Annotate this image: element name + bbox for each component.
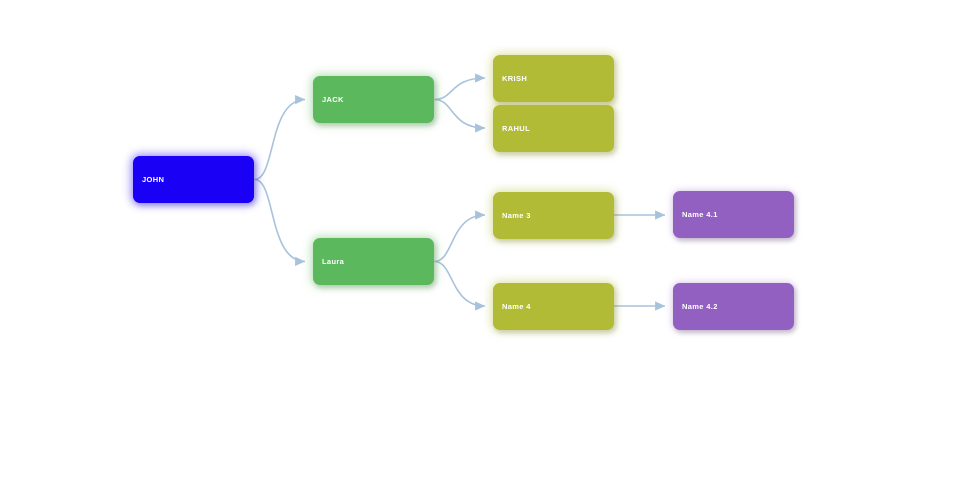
node-jack[interactable]: JACK bbox=[313, 76, 434, 123]
node-label-krish: KRISH bbox=[502, 73, 528, 83]
edge-jack-rahul bbox=[434, 98, 486, 133]
edge-john-jack bbox=[254, 95, 306, 181]
node-laura[interactable]: Laura bbox=[313, 238, 434, 285]
edge-laura-name4 bbox=[434, 260, 486, 311]
node-name3[interactable]: Name 3 bbox=[493, 192, 614, 239]
node-rahul[interactable]: RAHUL bbox=[493, 105, 614, 152]
node-name42[interactable]: Name 4.2 bbox=[673, 283, 794, 330]
edge-laura-name3 bbox=[434, 210, 486, 263]
node-label-name4: Name 4 bbox=[502, 301, 531, 311]
node-label-laura: Laura bbox=[322, 256, 345, 266]
node-krish[interactable]: KRISH bbox=[493, 55, 614, 102]
node-name4[interactable]: Name 4 bbox=[493, 283, 614, 330]
node-label-name41: Name 4.1 bbox=[682, 209, 718, 219]
edge-jack-krish bbox=[434, 73, 486, 101]
node-label-name42: Name 4.2 bbox=[682, 301, 718, 311]
node-label-name3: Name 3 bbox=[502, 210, 531, 220]
node-label-jack: JACK bbox=[322, 94, 344, 104]
edge-john-laura bbox=[254, 178, 306, 266]
node-john[interactable]: JOHN bbox=[133, 156, 254, 203]
node-label-john: JOHN bbox=[142, 174, 165, 184]
node-name41[interactable]: Name 4.1 bbox=[673, 191, 794, 238]
node-label-rahul: RAHUL bbox=[502, 123, 530, 133]
